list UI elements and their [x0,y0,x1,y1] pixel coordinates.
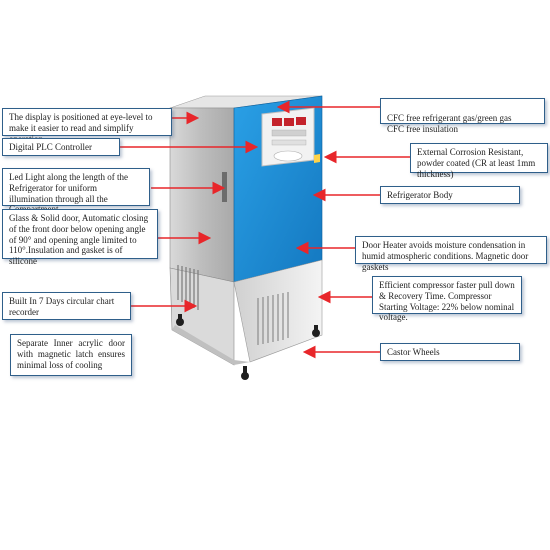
front-vent [257,292,289,345]
base-bottom [172,325,250,365]
warning-label [314,154,320,163]
callout-corrosion: External Corrosion Resistant, powder coa… [410,143,548,179]
callout-led-light: Led Light along the length of the Refrig… [2,168,150,214]
callout-text: Efficient compressor faster pull down & … [379,280,515,323]
callout-text: Built In 7 Days circular chart recorder [9,296,115,317]
callout-door-heater: Door Heater avoids moisture condensation… [355,236,547,272]
callout-compressor: Efficient compressor faster pull down & … [372,276,522,322]
callout-text: CFC free refrigerant gas/green gas CFC f… [387,112,512,134]
callout-chart-recorder: Built In 7 Days circular chart recorder [2,292,131,320]
callout-inner-door: Separate Inner acrylic door with magneti… [10,334,132,376]
callout-display-position: The display is positioned at eye-level t… [2,108,172,144]
callout-text: Separate Inner acrylic door with magneti… [17,338,125,370]
callout-text: Digital PLC Controller [9,142,92,152]
callout-glass-door: Glass & Solid door, Automatic closing of… [2,209,158,266]
callout-plc-controller: Digital PLC Controller [2,138,120,156]
callout-body: Refrigerator Body [380,186,520,204]
callout-text: Refrigerator Body [387,190,453,200]
callout-cfc-free: CFC free refrigerant gas/green gas CFC f… [380,98,545,134]
callout-text: Door Heater avoids moisture condensation… [362,240,529,272]
plc-controller-panel [261,107,315,167]
callout-text: Castor Wheels [387,347,440,357]
callout-text: Glass & Solid door, Automatic closing of… [9,213,149,267]
callout-text: External Corrosion Resistant, powder coa… [417,147,536,179]
castor-wheels [176,314,320,380]
callout-castor: Castor Wheels [380,343,520,361]
